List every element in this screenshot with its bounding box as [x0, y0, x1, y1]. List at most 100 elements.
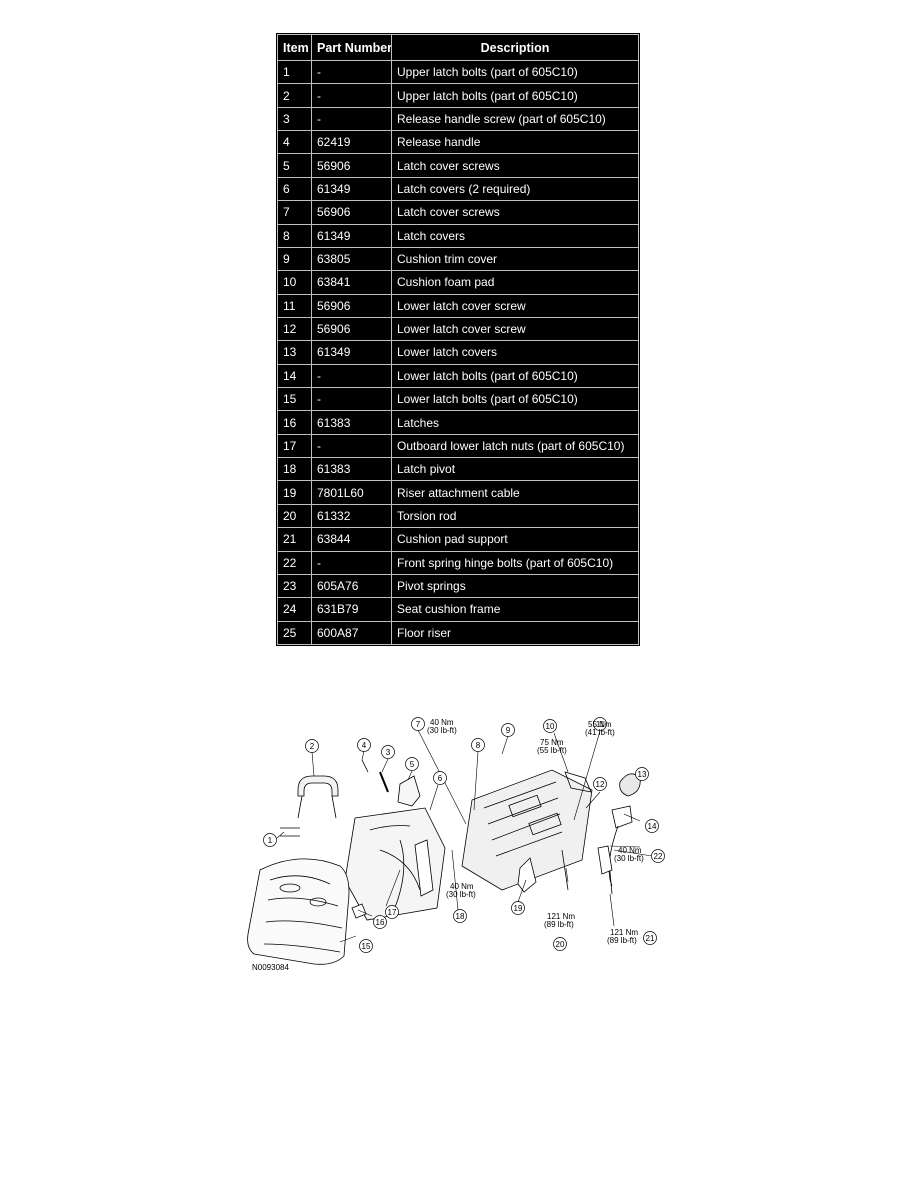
cell-part-number: - [311, 363, 392, 389]
cell-part-number: 56906 [311, 153, 392, 178]
callout-number: 3 [386, 748, 391, 757]
table-row: 15-Lower latch bolts (part of 605C10) [277, 387, 639, 412]
callout-13: 13 [635, 767, 649, 781]
cell-part-number: - [311, 83, 392, 108]
cell-description: Riser attachment cable [391, 480, 639, 505]
callout-14: 14 [645, 819, 659, 833]
callout-number: 19 [514, 904, 523, 913]
callout-number: 17 [388, 908, 397, 917]
cell-description: Pivot springs [391, 573, 639, 599]
cell-description: Lower latch bolts (part of 605C10) [391, 387, 639, 412]
header-part-number: Part Number [311, 34, 392, 61]
callout-number: 8 [476, 741, 481, 750]
latch-cover [397, 775, 421, 807]
callout-22: 22 [651, 849, 665, 863]
callout-number: 14 [648, 822, 657, 831]
cell-item: 25 [277, 620, 312, 646]
cell-item: 2 [277, 83, 312, 108]
seat-cushion-trim [247, 858, 350, 965]
cell-part-number: 61383 [311, 410, 392, 435]
cell-part-number: 56906 [311, 316, 392, 342]
cell-part-number: 61332 [311, 503, 392, 529]
cell-part-number: 61349 [311, 223, 392, 248]
torque-label-10-nm: 75 Nm [540, 738, 564, 747]
cell-description: Latch covers [391, 223, 639, 248]
cell-item: 18 [277, 457, 312, 482]
torque-label-7-lbft: (30 lb-ft) [427, 726, 457, 735]
cell-description: Release handle [391, 130, 639, 155]
cell-item: 8 [277, 223, 312, 248]
table-row: 17-Outboard lower latch nuts (part of 60… [277, 433, 639, 459]
cell-item: 16 [277, 410, 312, 435]
callout-number: 7 [416, 720, 421, 729]
callout-number: 6 [438, 774, 443, 783]
cell-description: Seat cushion frame [391, 597, 639, 622]
cell-description: Release handle screw (part of 605C10) [391, 106, 639, 132]
torque-label-21-lbft: (89 lb-ft) [607, 936, 637, 945]
callout-12: 12 [593, 777, 607, 791]
headrest [297, 775, 339, 797]
torque-label-20-nm: 121 Nm [547, 912, 575, 921]
cell-description: Latch cover screws [391, 153, 639, 178]
callout-number: 22 [654, 852, 663, 861]
callout-3: 3 [381, 745, 395, 759]
cell-item: 10 [277, 270, 312, 295]
torque-label-21-nm: 121 Nm [610, 928, 638, 937]
callout-8: 8 [471, 738, 485, 752]
cell-description: Lower latch cover screw [391, 293, 639, 318]
figure-id: N0093084 [252, 963, 289, 972]
callout-number: 13 [638, 770, 647, 779]
cell-part-number: 631B79 [311, 597, 392, 622]
cell-item: 21 [277, 527, 312, 552]
callout-1: 1 [263, 833, 277, 847]
cell-item: 15 [277, 387, 312, 412]
callout-number: 4 [362, 741, 367, 750]
table-row: 22-Front spring hinge bolts (part of 605… [277, 550, 639, 575]
cell-description: Cushion foam pad [391, 270, 639, 295]
cell-part-number: 62419 [311, 130, 392, 155]
table-header-row: Item Part Number Description [277, 34, 639, 61]
cell-item: 1 [277, 59, 312, 85]
callout-number: 12 [596, 780, 605, 789]
torque-label-18-nm: 40 Nm [450, 882, 474, 891]
cell-part-number: - [311, 433, 392, 459]
torque-label-20-lbft: (89 lb-ft) [544, 920, 574, 929]
cell-item: 11 [277, 293, 312, 318]
torque-label-7-nm: 40 Nm [430, 718, 454, 727]
cell-description: Cushion pad support [391, 527, 639, 552]
cell-item: 17 [277, 433, 312, 459]
callout-number: 1 [268, 836, 273, 845]
cell-part-number: - [311, 387, 392, 412]
table-row: 3-Release handle screw (part of 605C10) [277, 106, 639, 132]
callout-6: 6 [433, 771, 447, 785]
callout-11: 11 [593, 717, 607, 731]
callout-15: 15 [359, 939, 373, 953]
callout-number: 15 [362, 942, 371, 951]
callout-number: 11 [596, 720, 605, 729]
torque-label-10-lbft: (55 lb-ft) [537, 746, 567, 755]
cell-part-number: 56906 [311, 293, 392, 318]
callout-17: 17 [385, 905, 399, 919]
cell-description: Cushion trim cover [391, 246, 639, 272]
cell-item: 14 [277, 363, 312, 389]
callout-number: 5 [410, 760, 415, 769]
cell-part-number: 61383 [311, 457, 392, 482]
callout-number: 10 [546, 722, 555, 731]
seat-frame [461, 769, 593, 891]
callout-number: 20 [556, 940, 565, 949]
cell-description: Lower latch bolts (part of 605C10) [391, 363, 639, 389]
cell-item: 6 [277, 176, 312, 202]
cell-description: Torsion rod [391, 503, 639, 529]
